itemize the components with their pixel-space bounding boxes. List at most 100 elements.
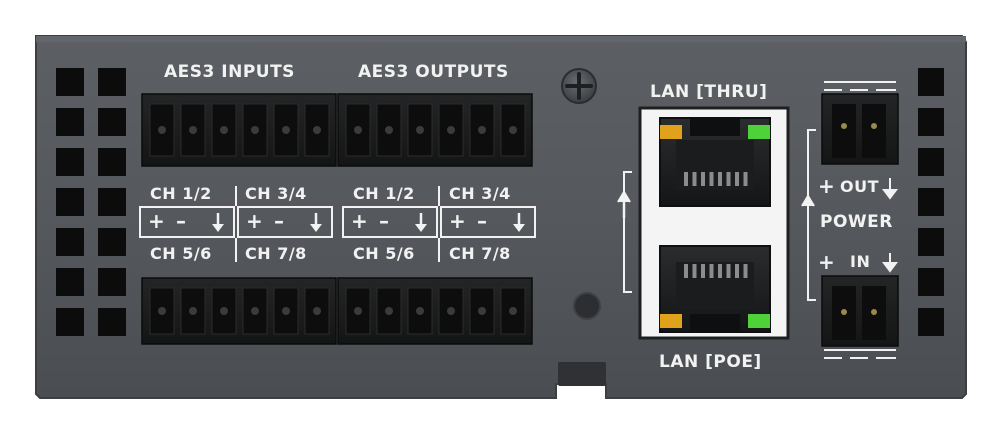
channel-top-label: CH 1/2 bbox=[353, 184, 415, 203]
power-in-label: IN bbox=[850, 252, 871, 271]
vent-slot bbox=[918, 68, 944, 96]
pin-plus-label: + bbox=[148, 209, 166, 233]
vent-slot bbox=[56, 188, 84, 216]
channel-legend-boxes bbox=[139, 186, 536, 262]
terminal-screw bbox=[158, 126, 166, 134]
terminal-screw bbox=[509, 307, 517, 315]
lan-thru-label: LAN [THRU] bbox=[650, 82, 768, 102]
vent-slot bbox=[56, 108, 84, 136]
terminal-screw bbox=[478, 307, 486, 315]
rj45-contact bbox=[743, 172, 748, 186]
vent-slot bbox=[56, 148, 84, 176]
dc-symbol-icons bbox=[824, 81, 896, 359]
terminal-screw bbox=[416, 126, 424, 134]
power-label: POWER bbox=[820, 212, 893, 232]
rj45-contact bbox=[701, 172, 705, 186]
rj45-contact bbox=[709, 264, 714, 278]
channel-top-label: CH 3/4 bbox=[245, 184, 307, 203]
aes3-input-connector-bottom bbox=[141, 277, 337, 345]
vent-slot bbox=[918, 228, 944, 256]
aes3-output-connector-bottom bbox=[337, 277, 533, 345]
rj45-contact bbox=[709, 172, 714, 186]
ventilation-grid-right bbox=[918, 68, 944, 336]
terminal-pin bbox=[211, 103, 237, 157]
vent-slot bbox=[98, 228, 126, 256]
pin-minus-label: – bbox=[379, 209, 390, 233]
power-out-label: OUT bbox=[840, 177, 880, 196]
terminal-screw bbox=[189, 307, 197, 315]
power-in-plus-label: + bbox=[818, 250, 836, 274]
vent-slot bbox=[918, 148, 944, 176]
pin-plus-label: + bbox=[449, 209, 467, 233]
lan-module bbox=[638, 106, 790, 340]
rj45-contact bbox=[684, 172, 688, 186]
vent-slot bbox=[98, 268, 126, 296]
terminal-screw bbox=[354, 126, 362, 134]
vent-slot bbox=[918, 308, 944, 336]
power-in-connector bbox=[821, 275, 899, 347]
aes3-inputs-label: AES3 INPUTS bbox=[164, 62, 295, 82]
terminal-screw bbox=[509, 126, 517, 134]
power-out-plus-label: + bbox=[818, 174, 836, 198]
lan-thru-rj45-port[interactable] bbox=[659, 117, 771, 207]
aes3-outputs-label: AES3 OUTPUTS bbox=[358, 62, 509, 82]
rj45-contact bbox=[743, 264, 748, 278]
rj45-contact bbox=[718, 172, 722, 186]
terminal-screw bbox=[416, 307, 424, 315]
channel-bottom-label: CH 7/8 bbox=[245, 244, 307, 263]
lan-poe-label: LAN [POE] bbox=[659, 352, 762, 372]
vent-slot bbox=[98, 308, 126, 336]
rj45-contact bbox=[735, 264, 739, 278]
rj45-contact bbox=[692, 264, 697, 278]
channel-bottom-label: CH 5/6 bbox=[353, 244, 415, 263]
vent-slot bbox=[56, 308, 84, 336]
terminal-screw bbox=[189, 126, 197, 134]
rj45-contact bbox=[718, 264, 722, 278]
channel-bottom-label: CH 7/8 bbox=[449, 244, 511, 263]
terminal-screw bbox=[251, 307, 259, 315]
rj45-contact bbox=[726, 264, 731, 278]
rj45-contact bbox=[726, 172, 731, 186]
terminal-screw bbox=[385, 126, 393, 134]
ventilation-grid-left bbox=[56, 68, 126, 336]
terminal-screw bbox=[282, 307, 290, 315]
power-passthrough-arrow-icon bbox=[801, 129, 816, 301]
terminal-screw bbox=[385, 307, 393, 315]
vent-slot bbox=[918, 188, 944, 216]
ground-arrow-icons bbox=[212, 213, 525, 232]
terminal-screw bbox=[158, 307, 166, 315]
lan-thru-amber-led bbox=[660, 125, 682, 139]
terminal-screw bbox=[251, 126, 259, 134]
down-arrow-head bbox=[415, 224, 427, 232]
power-out-connector bbox=[821, 93, 899, 165]
rj45-contact bbox=[735, 172, 739, 186]
vent-slot bbox=[56, 228, 84, 256]
channel-bottom-label: CH 5/6 bbox=[150, 244, 212, 263]
lan-poe-rj45-port[interactable] bbox=[659, 245, 771, 333]
lan-passthrough-arrow-icon bbox=[617, 171, 632, 293]
pin-plus-label: + bbox=[351, 209, 369, 233]
vent-slot bbox=[918, 268, 944, 296]
down-arrow-head bbox=[310, 224, 322, 232]
rj45-contact bbox=[692, 172, 697, 186]
lan-poe-amber-led bbox=[660, 314, 682, 328]
pin-minus-label: – bbox=[176, 209, 187, 233]
pin-minus-label: – bbox=[477, 209, 488, 233]
vent-slot bbox=[98, 148, 126, 176]
vent-slot bbox=[98, 108, 126, 136]
terminal-screw bbox=[220, 126, 228, 134]
lan-poe-green-led bbox=[748, 314, 770, 328]
terminal-screw bbox=[478, 126, 486, 134]
channel-top-label: CH 1/2 bbox=[150, 184, 212, 203]
pin-plus-label: + bbox=[246, 209, 264, 233]
terminal-screw bbox=[447, 126, 455, 134]
terminal-screw bbox=[313, 126, 321, 134]
mounting-hole bbox=[573, 292, 601, 320]
ground-screw-icon bbox=[561, 68, 597, 104]
channel-top-label: CH 3/4 bbox=[449, 184, 511, 203]
lan-thru-green-led bbox=[748, 125, 770, 139]
terminal-screw bbox=[282, 126, 290, 134]
aes3-input-connector-top bbox=[141, 93, 337, 167]
down-arrow-head bbox=[212, 224, 224, 232]
